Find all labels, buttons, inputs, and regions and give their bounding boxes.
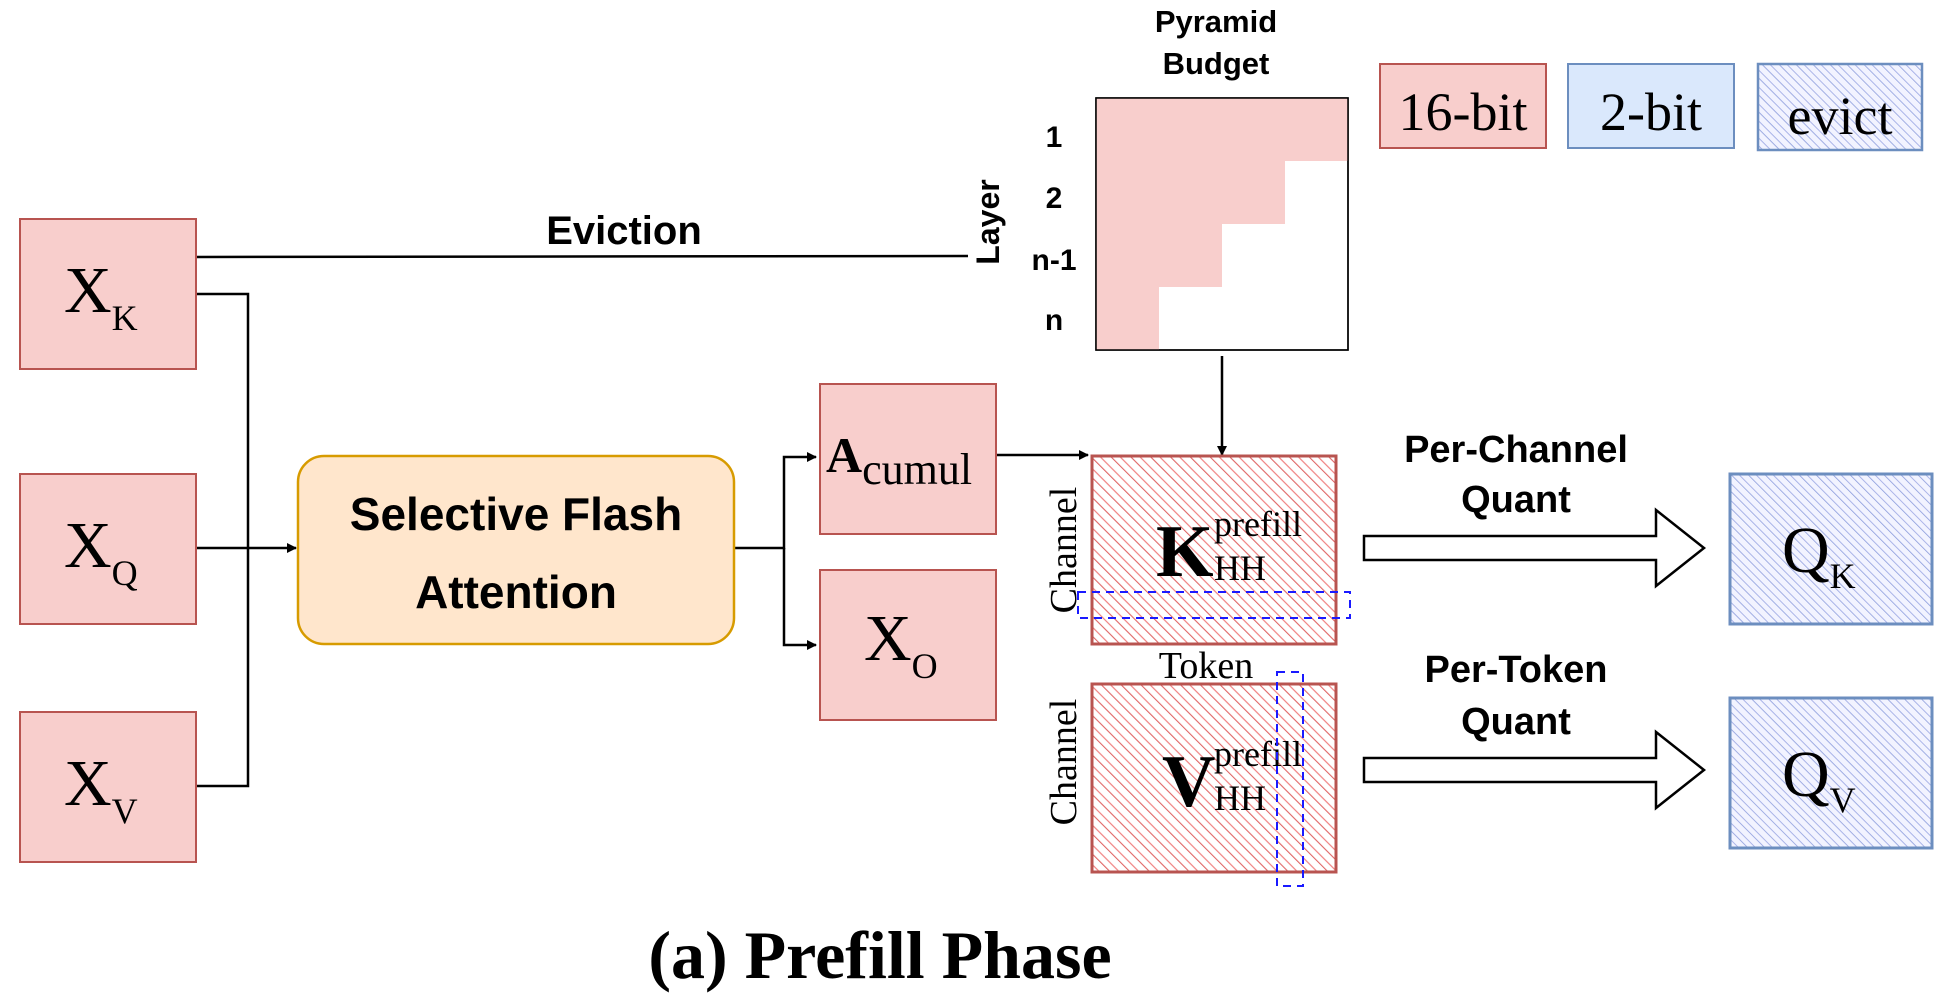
pyramid-row-label-1: 1 [1046, 121, 1063, 154]
per-channel-arrow [1362, 507, 1707, 589]
legend-label-2bit: 2-bit [1600, 82, 1702, 142]
qv-sub: V [1830, 780, 1856, 820]
attention-to-acumul-arrow [734, 452, 817, 550]
v-prefill-block: Token Channel V prefill HH [1043, 645, 1338, 887]
per-token-arrow [1362, 729, 1707, 811]
legend-item-16bit: 16-bit [1379, 63, 1547, 149]
xq-box: XQ [19, 473, 197, 625]
xv-base: X [64, 747, 112, 820]
svg-text:QV: QV [1782, 738, 1856, 820]
pyramid-row-label-3: n-1 [1032, 244, 1077, 277]
pyramid-title-line1: Pyramid [1155, 4, 1277, 39]
xv-sub: V [112, 791, 138, 831]
qv-base: Q [1782, 738, 1830, 811]
attention-box: Selective Flash Attention [296, 454, 736, 646]
svg-text:QK: QK [1782, 514, 1856, 596]
per-token-label-line2: Quant [1461, 701, 1571, 743]
xq-sub: Q [112, 553, 138, 593]
legend-item-evict: evict [1756, 62, 1924, 152]
legend-label-16bit: 16-bit [1399, 82, 1528, 142]
svg-text:K: K [1156, 511, 1214, 593]
eviction-label: Eviction [546, 209, 702, 253]
v-token-label: Token [1159, 645, 1253, 687]
xv-to-attention-line [196, 548, 250, 788]
svg-text:Acumul: Acumul [826, 427, 972, 494]
k-sub: HH [1214, 548, 1266, 588]
acumul-base: A [826, 427, 862, 483]
qk-box: QK [1728, 472, 1934, 626]
legend: 16-bit 2-bit evict [1379, 62, 1924, 152]
v-base: V [1162, 741, 1215, 823]
svg-text:XK: XK [64, 254, 138, 338]
per-token-quant: Per-Token Quant [1362, 649, 1707, 811]
per-channel-label-line1: Per-Channel [1404, 429, 1628, 471]
acumul-box: Acumul [819, 383, 997, 535]
svg-text:XV: XV [64, 747, 138, 831]
per-channel-label-line2: Quant [1461, 479, 1571, 521]
per-channel-quant: Per-Channel Quant [1362, 429, 1707, 589]
qk-base: Q [1782, 514, 1830, 587]
pyramid-staircase [1096, 98, 1348, 350]
v-channel-label: Channel [1043, 699, 1085, 826]
svg-text:XO: XO [864, 602, 938, 686]
k-sup: prefill [1214, 504, 1302, 544]
attention-label-line1: Selective Flash [350, 488, 682, 540]
acumul-sub: cumul [862, 445, 972, 494]
xk-base: X [64, 254, 112, 327]
figure-caption: (a) Prefill Phase [648, 917, 1111, 993]
qv-box: QV [1728, 696, 1934, 850]
per-token-label-line1: Per-Token [1424, 649, 1607, 691]
pyramid-row-label-4: n [1045, 304, 1063, 337]
xk-to-attention-line [196, 292, 250, 548]
v-sub: HH [1214, 778, 1266, 818]
attention-to-xo-arrow [782, 548, 817, 650]
xo-base: X [864, 602, 912, 675]
v-token-highlight [1276, 671, 1304, 887]
k-prefill-block: Channel K prefill HH [1043, 454, 1351, 646]
connectors [195, 254, 1227, 788]
xq-base: X [64, 509, 112, 582]
qk-sub: K [1830, 556, 1856, 596]
v-sup: prefill [1214, 734, 1302, 774]
eviction-line [195, 254, 969, 259]
legend-item-2bit: 2-bit [1567, 63, 1735, 149]
xo-box: XO [819, 569, 997, 721]
k-base: K [1156, 511, 1214, 593]
legend-label-evict: evict [1788, 86, 1893, 146]
pyramid-axis-label: Layer [970, 179, 1006, 264]
xk-sub: K [112, 298, 138, 338]
svg-text:XQ: XQ [64, 509, 138, 593]
xk-box: XK [19, 218, 197, 370]
k-channel-highlight [1077, 591, 1351, 619]
xo-sub: O [912, 646, 938, 686]
pyramid-budget: Pyramid Budget Layer 1 2 n-1 n [970, 4, 1349, 351]
xv-box: XV [19, 711, 197, 863]
pyramid-row-label-2: 2 [1046, 182, 1063, 215]
pyramid-title-line2: Budget [1163, 46, 1270, 81]
attention-label-line2: Attention [415, 566, 617, 618]
